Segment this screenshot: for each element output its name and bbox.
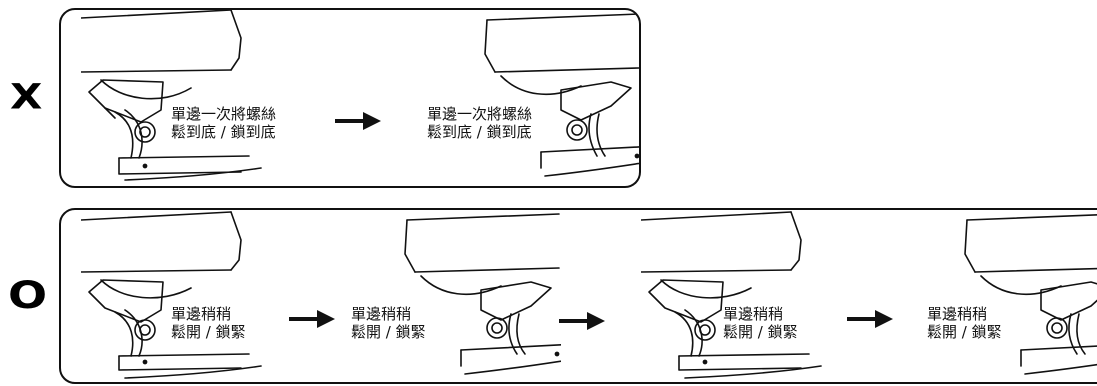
caption-line-2: 鬆到底 / 鎖到底 xyxy=(171,123,276,141)
caption-line-1: 單邊稍稍 xyxy=(723,305,784,323)
camera-bracket-illustration xyxy=(81,211,262,379)
caption-line-1: 單邊一次將螺絲 xyxy=(427,105,533,123)
arrow-right-icon xyxy=(335,112,381,130)
step-caption: 單邊稍稍 鬆開 / 鎖緊 xyxy=(171,305,246,341)
camera-bracket-illustration xyxy=(484,13,639,177)
caption-line-1: 單邊稍稍 xyxy=(351,305,412,323)
caption-line-2: 鬆開 / 鎖緊 xyxy=(351,323,426,341)
arrow-right-icon xyxy=(559,312,605,330)
wrong-method-panel: 單邊一次將螺絲 鬆到底 / 鎖到底 單邊一次將螺絲 鬆到底 xyxy=(59,8,641,188)
caption-line-2: 鬆開 / 鎖緊 xyxy=(927,323,1002,341)
arrow-right-icon xyxy=(847,310,893,328)
arrow-right-icon xyxy=(289,310,335,328)
caption-line-2: 鬆開 / 鎖緊 xyxy=(723,323,798,341)
step-caption: 單邊稍稍 鬆開 / 鎖緊 xyxy=(927,305,1002,341)
camera-bracket-illustration xyxy=(404,213,561,375)
caption-line-1: 單邊一次將螺絲 xyxy=(171,105,277,123)
caption-line-1: 單邊稍稍 xyxy=(927,305,988,323)
caption-line-1: 單邊稍稍 xyxy=(171,305,232,323)
wrong-mark: X xyxy=(10,76,43,117)
correct-mark: O xyxy=(8,272,48,318)
camera-bracket-illustration xyxy=(641,211,822,379)
step-caption: 單邊一次將螺絲 鬆到底 / 鎖到底 xyxy=(171,105,276,141)
camera-bracket-illustration xyxy=(81,10,262,181)
step-caption: 單邊稍稍 鬆開 / 鎖緊 xyxy=(351,305,426,341)
caption-line-2: 鬆到底 / 鎖到底 xyxy=(427,123,532,141)
step-caption: 單邊稍稍 鬆開 / 鎖緊 xyxy=(723,305,798,341)
step-caption: 單邊一次將螺絲 鬆到底 / 鎖到底 xyxy=(427,105,532,141)
correct-method-panel: 單邊稍稍 鬆開 / 鎖緊 單邊稍稍 鬆開 / 鎖緊 xyxy=(59,208,1097,384)
camera-bracket-illustration xyxy=(964,214,1097,375)
caption-line-2: 鬆開 / 鎖緊 xyxy=(171,323,246,341)
